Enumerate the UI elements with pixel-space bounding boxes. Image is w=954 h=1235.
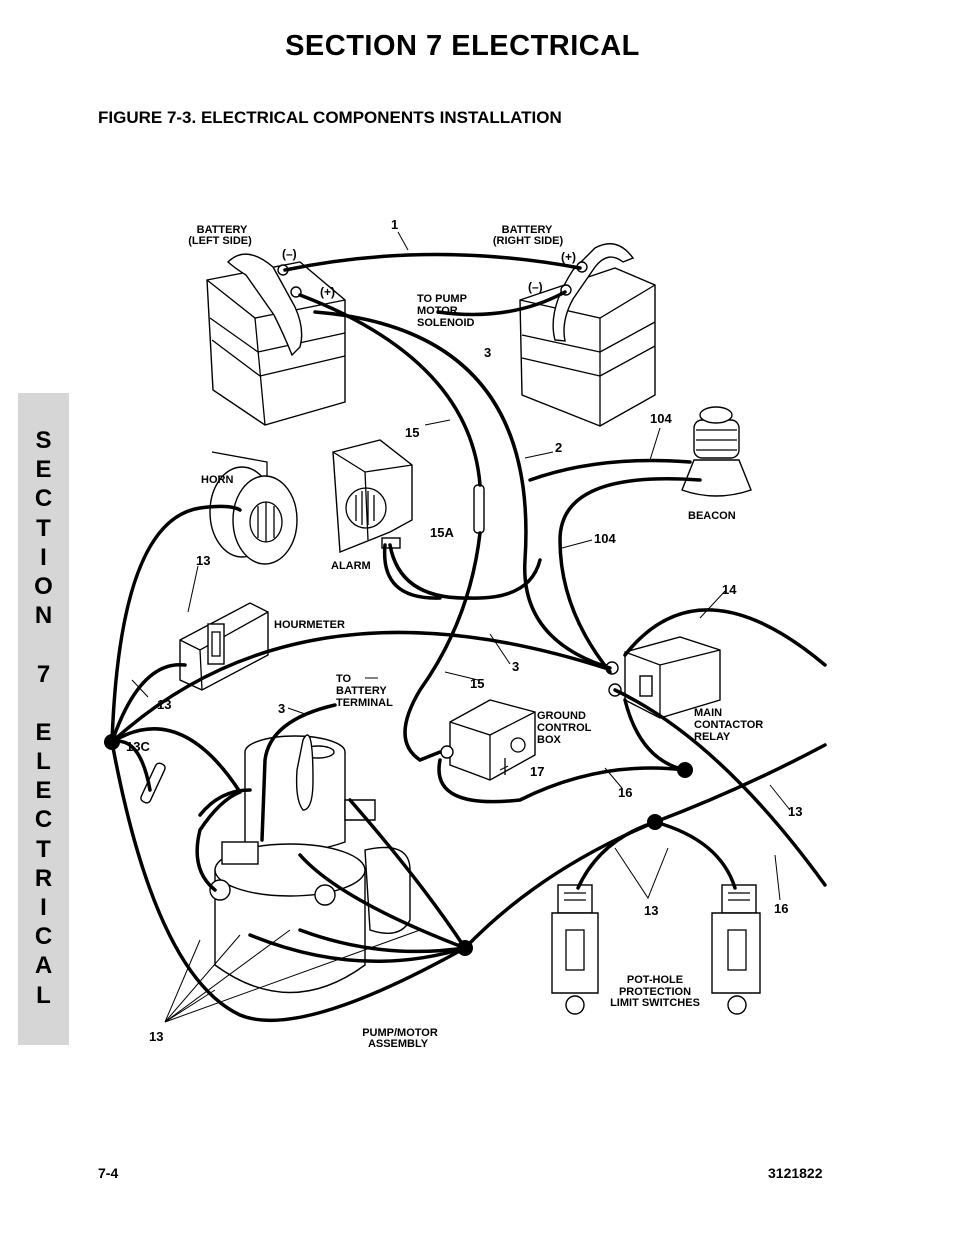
section-title: SECTION 7 ELECTRICAL	[285, 30, 640, 62]
label-to-battery-3: TERMINAL	[336, 697, 393, 709]
label-gcb-1: GROUND	[537, 710, 586, 722]
callout-15a: 15A	[430, 525, 454, 540]
junction-relay	[677, 762, 693, 778]
label-pothole-2: PROTECTION	[619, 986, 691, 998]
junction-pot-hole	[647, 814, 663, 830]
label-to-battery-2: BATTERY	[336, 685, 387, 697]
label-pothole-1: POT-HOLE	[627, 974, 683, 986]
callout-1: 1	[391, 217, 398, 232]
label-relay-3: RELAY	[694, 731, 731, 743]
battery-left-drawing	[206, 253, 346, 426]
label-pothole-3: LIMIT SWITCHES	[610, 997, 700, 1009]
horn-drawing	[209, 451, 298, 565]
label-gcb-2: CONTROL	[537, 722, 592, 734]
battery-right-drawing	[519, 243, 656, 427]
side-tab-letter: N	[34, 602, 53, 630]
side-tab-letter: T	[36, 835, 51, 863]
label-gcb-3: BOX	[537, 734, 562, 746]
label-hourmeter: HOURMETER	[274, 619, 345, 631]
wiring	[104, 252, 827, 1023]
callout-3-top: 3	[484, 345, 491, 360]
label-to-battery-1: TO	[336, 673, 352, 685]
label-neg-right: (–)	[528, 280, 543, 294]
callout-16-a: 16	[618, 785, 632, 800]
callout-15-mid: 15	[470, 676, 484, 691]
label-battery-right-1: BATTERY	[502, 224, 553, 236]
side-tab-letter: L	[36, 981, 51, 1009]
pot-hole-limit-switch-right	[711, 884, 761, 1015]
callout-13c: 13C	[126, 739, 150, 754]
callout-13-hour: 13	[157, 697, 171, 712]
side-tab-letter: C	[34, 485, 53, 513]
callout-3-mid: 3	[512, 659, 519, 674]
junction-left	[104, 734, 120, 750]
callout-13-bottom: 13	[149, 1029, 163, 1044]
callout-15-top: 15	[405, 425, 419, 440]
label-neg-left: (–)	[282, 247, 297, 261]
side-tab-letter: E	[35, 456, 52, 484]
label-alarm: ALARM	[331, 560, 371, 572]
callout-17: 17	[530, 764, 544, 779]
side-tab-letter: S	[35, 427, 52, 454]
callout-2: 2	[555, 440, 562, 455]
callout-104-mid: 104	[594, 531, 616, 546]
side-tab-letter: T	[36, 514, 51, 542]
label-relay-1: MAIN	[694, 707, 722, 719]
label-pump-2: ASSEMBLY	[368, 1038, 429, 1050]
pot-hole-limit-switch-left	[551, 884, 599, 1015]
leader-lines	[131, 231, 791, 1023]
component-labels: BATTERY (LEFT SIDE) BATTERY (RIGHT SIDE)…	[188, 224, 763, 1050]
callout-13-right: 13	[788, 804, 802, 819]
callout-numbers: 1 3 15 2 104 15A 104 13 14 3 15 13 3 13C…	[126, 217, 802, 1044]
figure-title: FIGURE 7-3. ELECTRICAL COMPONENTS INSTAL…	[98, 108, 562, 127]
label-pump-1: PUMP/MOTOR	[362, 1027, 438, 1039]
beacon-drawing	[681, 406, 752, 497]
label-pos-right: (+)	[561, 250, 576, 264]
side-tab-letter: A	[34, 952, 53, 980]
label-battery-left-2: (LEFT SIDE)	[188, 235, 252, 247]
side-tab-letter: E	[35, 718, 52, 746]
side-tab-letter: E	[35, 777, 52, 805]
side-tab-letter: L	[36, 748, 51, 776]
callout-13-pot: 13	[644, 903, 658, 918]
alarm-drawing	[332, 439, 413, 554]
label-horn: HORN	[201, 474, 233, 486]
side-tab-letter: O	[34, 572, 53, 600]
page-number: 7-4	[98, 1165, 119, 1181]
label-battery-left-1: BATTERY	[197, 224, 248, 236]
side-tab-letter: 7	[36, 660, 51, 688]
callout-16-b: 16	[774, 901, 788, 916]
label-to-pump-1: TO PUMP	[417, 293, 467, 305]
connector-15a	[473, 484, 485, 534]
side-tab-letter: R	[34, 864, 53, 892]
ground-control-box-drawing	[440, 699, 536, 781]
junction-pump	[457, 940, 473, 956]
callout-14: 14	[722, 582, 737, 597]
side-tab-letter: C	[34, 806, 53, 834]
callout-104-top: 104	[650, 411, 672, 426]
main-contactor-relay-drawing	[605, 636, 721, 719]
label-relay-2: CONTACTOR	[694, 719, 763, 731]
hourmeter-drawing	[179, 602, 269, 691]
label-pos-left: (+)	[320, 285, 335, 299]
document-number: 3121822	[768, 1165, 823, 1181]
side-tab-letter: C	[34, 923, 53, 951]
callout-3-pump: 3	[278, 701, 285, 716]
label-battery-right-2: (RIGHT SIDE)	[493, 235, 564, 247]
side-tab-letter: I	[40, 543, 47, 571]
label-to-pump-3: SOLENOID	[417, 317, 475, 329]
label-to-pump-2: MOTOR	[417, 305, 458, 317]
callout-13-horn: 13	[196, 553, 210, 568]
side-tab-letter: I	[40, 894, 47, 921]
label-beacon: BEACON	[688, 510, 736, 522]
